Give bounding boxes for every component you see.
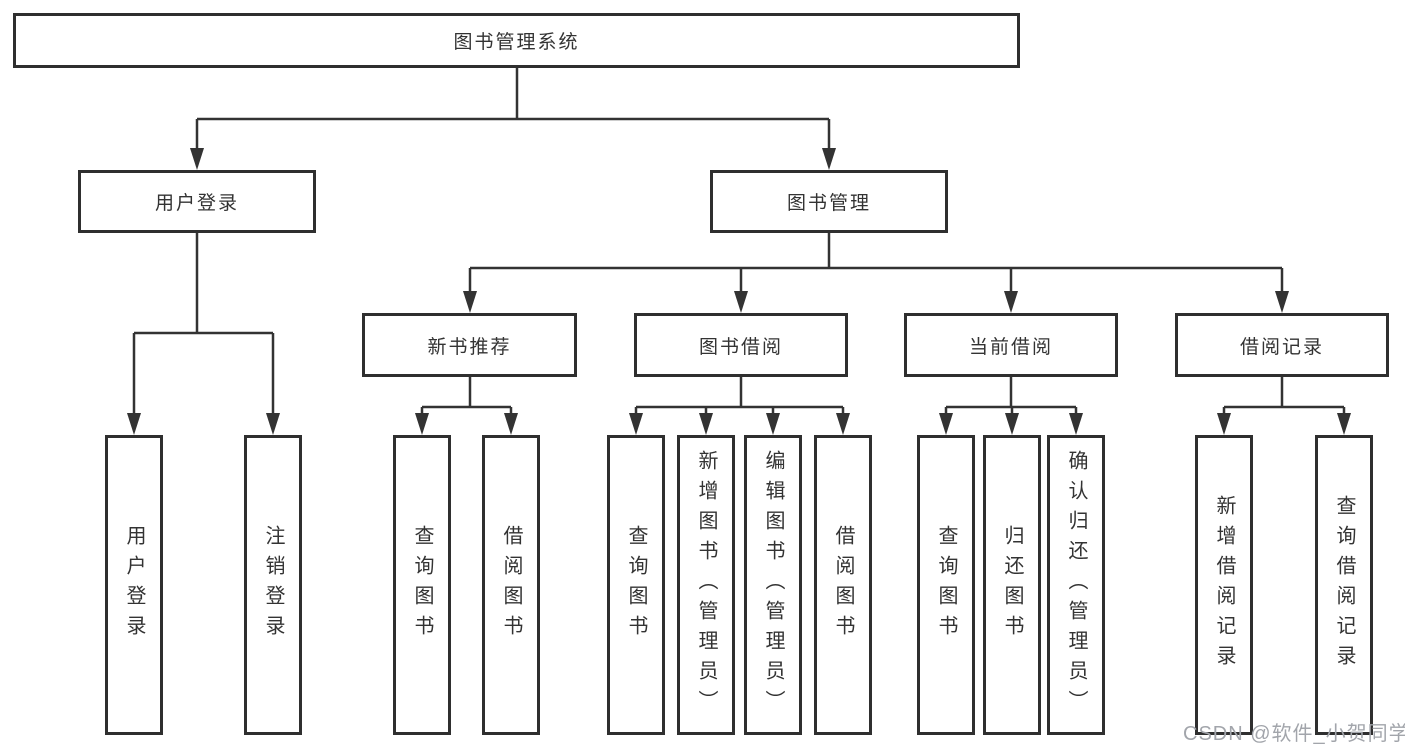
leaf-current-confirm-return-admin: 确认归还（管理员） (1047, 435, 1105, 735)
leaf-rec-query-books: 查询图书 (393, 435, 451, 735)
leaf-records-query-record: 查询借阅记录 (1315, 435, 1373, 735)
node-new-book-recommend: 新书推荐 (362, 313, 577, 377)
leaf-borrow-borrow-books: 借阅图书 (814, 435, 872, 735)
leaf-current-query-books: 查询图书 (917, 435, 975, 735)
leaf-records-add-record: 新增借阅记录 (1195, 435, 1253, 735)
node-current-borrow: 当前借阅 (904, 313, 1118, 377)
leaf-rec-borrow-books: 借阅图书 (482, 435, 540, 735)
node-book-management: 图书管理 (710, 170, 948, 233)
node-user-login: 用户登录 (78, 170, 316, 233)
leaf-user-login: 用户登录 (105, 435, 163, 735)
node-root: 图书管理系统 (13, 13, 1020, 68)
leaf-logout: 注销登录 (244, 435, 302, 735)
node-borrow-records: 借阅记录 (1175, 313, 1389, 377)
csdn-watermark: CSDN @软件_小贺同学 (1183, 723, 1405, 745)
node-book-borrow: 图书借阅 (634, 313, 848, 377)
leaf-borrow-edit-book-admin: 编辑图书（管理员） (744, 435, 802, 735)
leaf-borrow-add-book-admin: 新增图书（管理员） (677, 435, 735, 735)
arrowheads (127, 148, 1351, 435)
leaf-current-return-book: 归还图书 (983, 435, 1041, 735)
leaf-borrow-query-books: 查询图书 (607, 435, 665, 735)
